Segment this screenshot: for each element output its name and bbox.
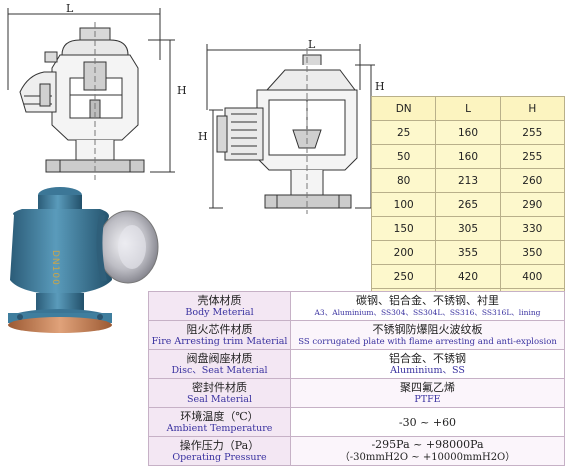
- cell-l: 160: [435, 144, 501, 169]
- label-zh: 环境温度（℃）: [180, 409, 259, 423]
- row-value: -295Pa ~ +98000Pa （-30mmH2O ~ +10000mmH2…: [290, 436, 565, 466]
- row-value: 碳钢、铝合金、不锈钢、衬里 A3、Aluminium、SS304、SS304L、…: [290, 291, 565, 321]
- row-label: 阻火芯件材质 Fire Arresting trim Material: [148, 320, 291, 350]
- cell-l: 265: [435, 192, 501, 217]
- label-zh: 壳体材质: [197, 293, 242, 307]
- value-zh: 碳钢、铝合金、不锈钢、衬里: [356, 293, 499, 307]
- header-h: H: [499, 96, 566, 121]
- label-en: Disc、Seat Material: [171, 364, 268, 376]
- table-row: 密封件材质 Seal Material 聚四氟乙烯 PTFE: [148, 378, 565, 408]
- cell-l: 305: [435, 216, 501, 241]
- row-label: 环境温度（℃） Ambient Temperature: [148, 407, 291, 437]
- left-dim-length-label: L: [66, 2, 74, 15]
- valve-product-photo: [8, 187, 159, 333]
- row-value: 聚四氟乙烯 PTFE: [290, 378, 565, 408]
- right-valve-drawing: [206, 44, 375, 214]
- value-en: A3、Aluminium、SS304、SS304L、SS316、SS316L、l…: [314, 307, 541, 317]
- dimension-table-header: DN L H: [370, 96, 566, 121]
- value-en: SS corrugated plate with flame arresting…: [298, 336, 557, 347]
- cell-dn: 200: [370, 240, 437, 265]
- value-en: PTFE: [414, 393, 441, 405]
- table-row: 阀盘阀座材质 Disc、Seat Material 铝合金、不锈钢 Alumin…: [148, 349, 565, 379]
- cell-dn: 100: [370, 192, 437, 217]
- row-label: 壳体材质 Body Meterial: [148, 291, 291, 321]
- right-dim-length-label: L: [308, 38, 316, 51]
- label-zh: 操作压力（Pa）: [179, 438, 260, 452]
- cell-dn: 80: [370, 168, 437, 193]
- label-en: Body Meterial: [185, 306, 254, 318]
- table-row: 环境温度（℃） Ambient Temperature -30 ~ +60: [148, 407, 565, 437]
- cell-h: 260: [499, 168, 566, 193]
- value-en: Aluminium、SS: [390, 364, 465, 376]
- value-zh: 铝合金、不锈钢: [389, 351, 466, 365]
- value-zh: -295Pa ~ +98000Pa: [371, 438, 484, 451]
- cell-h: 255: [499, 144, 566, 169]
- cell-l: 355: [435, 240, 501, 265]
- value-zh: 聚四氟乙烯: [400, 380, 455, 394]
- value-en: （-30mmH2O ~ +10000mmH2O）: [339, 452, 516, 463]
- photo-embossed-text: DN100: [50, 250, 60, 286]
- value-zh: -30 ~ +60: [398, 415, 457, 429]
- cell-h: 290: [499, 192, 566, 217]
- table-row: 阻火芯件材质 Fire Arresting trim Material 不锈钢防…: [148, 320, 565, 350]
- cell-dn: 150: [370, 216, 437, 241]
- label-en: Fire Arresting trim Material: [151, 335, 288, 347]
- right-dim-height-label: H: [375, 80, 385, 93]
- row-label: 阀盘阀座材质 Disc、Seat Material: [148, 349, 291, 379]
- table-row: 操作压力（Pa） Operating Pressure -295Pa ~ +98…: [148, 436, 565, 466]
- cell-h: 330: [499, 216, 566, 241]
- label-en: Operating Pressure: [172, 451, 267, 463]
- label-zh: 阻火芯件材质: [186, 322, 253, 336]
- cell-h: 255: [499, 120, 566, 145]
- label-en: Ambient Temperature: [166, 422, 273, 434]
- left-valve-drawing: [7, 8, 175, 180]
- label-en: Seal Material: [187, 393, 252, 405]
- cell-dn: 50: [370, 144, 437, 169]
- label-zh: 阀盘阀座材质: [186, 351, 253, 365]
- label-zh: 密封件材质: [192, 380, 247, 394]
- row-label: 操作压力（Pa） Operating Pressure: [148, 436, 291, 466]
- cell-l: 420: [435, 264, 501, 289]
- cell-h: 350: [499, 240, 566, 265]
- right-dim-height-left-label: H: [198, 130, 208, 143]
- cell-l: 160: [435, 120, 501, 145]
- row-label: 密封件材质 Seal Material: [148, 378, 291, 408]
- cell-dn: 25: [370, 120, 437, 145]
- row-value: 铝合金、不锈钢 Aluminium、SS: [290, 349, 565, 379]
- row-value: 不锈钢防爆阻火波纹板 SS corrugated plate with flam…: [290, 320, 565, 350]
- cell-dn: 250: [370, 264, 437, 289]
- materials-table: 壳体材质 Body Meterial 碳钢、铝合金、不锈钢、衬里 A3、Alum…: [148, 291, 565, 466]
- row-value: -30 ~ +60: [290, 407, 565, 437]
- header-dn: DN: [370, 96, 437, 121]
- left-dim-height-label: H: [177, 84, 187, 97]
- cell-l: 213: [435, 168, 501, 193]
- header-l: L: [435, 96, 501, 121]
- cell-h: 400: [499, 264, 566, 289]
- value-zh: 不锈钢防爆阻火波纹板: [372, 322, 483, 336]
- table-row: 壳体材质 Body Meterial 碳钢、铝合金、不锈钢、衬里 A3、Alum…: [148, 291, 565, 321]
